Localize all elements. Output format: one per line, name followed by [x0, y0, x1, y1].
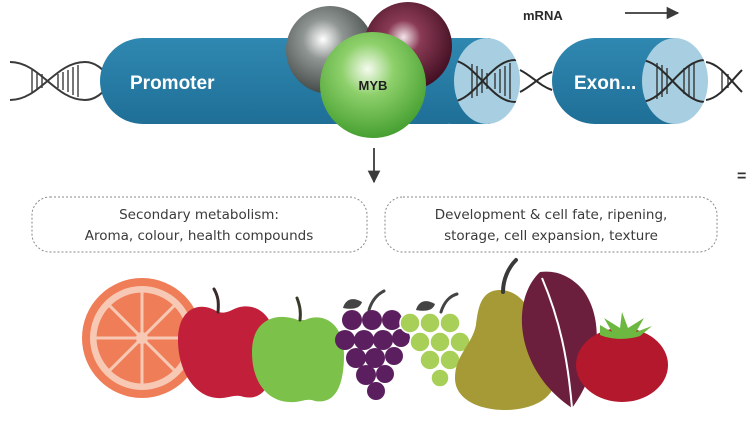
exon-label: Exon... [574, 73, 636, 94]
edge-mark: = [737, 168, 746, 185]
outcome-right-line1: Development & cell fate, ripening, [435, 207, 668, 223]
green-grapes-icon [399, 292, 471, 388]
outcome-left-line1: Secondary metabolism: [119, 207, 279, 223]
outcome-box-development: Development & cell fate, ripening, stora… [384, 196, 718, 253]
dna-helix-right [642, 59, 706, 103]
outcome-right-line2: storage, cell expansion, texture [444, 228, 658, 244]
dna-helix-tail [705, 61, 743, 101]
red-apple-icon [178, 287, 275, 399]
green-apple-icon [252, 296, 344, 403]
dna-helix-left [9, 60, 116, 102]
outcome-box-secondary-metabolism: Secondary metabolism: Aroma, colour, hea… [31, 196, 368, 253]
outcome-left-line2: Aroma, colour, health compounds [85, 228, 314, 244]
exon-cylinder: Exon... [552, 38, 708, 124]
dna-helix-connector [519, 69, 553, 93]
myb-sphere [320, 32, 426, 138]
transcription-factor-complex: MYB [286, 2, 452, 138]
orange-slice-icon [82, 278, 202, 398]
promoter-label: Promoter [130, 73, 215, 94]
dna-helix-middle [454, 58, 520, 104]
myb-label: MYB [359, 78, 388, 93]
purple-grapes-icon [335, 289, 410, 400]
mrna-label: mRNA [523, 8, 563, 23]
tomato-icon [576, 312, 668, 402]
